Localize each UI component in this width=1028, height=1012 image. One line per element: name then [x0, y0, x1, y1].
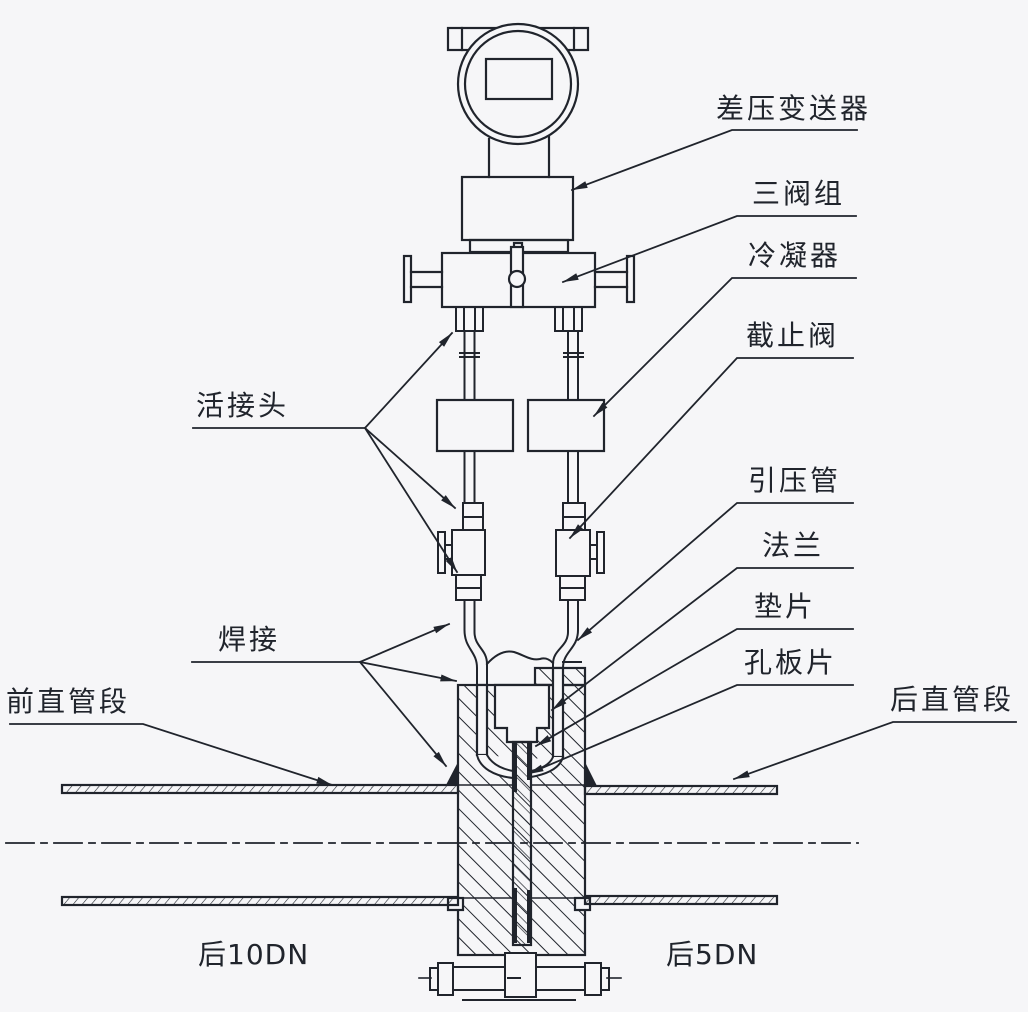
label-impulse-pipe: 引压管	[748, 464, 842, 497]
downstream-pipe-top-wall	[583, 784, 779, 796]
leader-manifold	[561, 215, 857, 284]
impulse-tubes-middle	[463, 450, 579, 504]
upstream-pipe-top-wall	[60, 783, 460, 795]
leader-union-2	[363, 426, 457, 510]
label-condenser: 冷凝器	[748, 239, 842, 272]
stop-valve-right	[555, 502, 605, 601]
weld-bead-right	[585, 762, 597, 786]
label-flange: 法兰	[762, 529, 825, 562]
leader-gasket	[534, 628, 854, 748]
transmitter-housing-inner	[463, 29, 573, 139]
dp-transmitter	[446, 22, 590, 255]
three-valve-manifold	[402, 245, 636, 309]
weld-bead-left	[446, 762, 458, 785]
stop-valves	[437, 502, 605, 601]
leader-impulse-pipe	[576, 502, 854, 642]
label-upstream-pipe: 前直管段	[6, 685, 131, 718]
transmitter-display	[484, 57, 554, 101]
impulse-tubes-upper	[459, 330, 584, 401]
label-orifice-plate: 孔板片	[744, 646, 838, 679]
manifold-vent	[507, 269, 527, 289]
leader-orifice-plate	[526, 684, 854, 776]
leader-flange	[550, 567, 854, 712]
leader-transmitter	[570, 129, 858, 192]
leader-condenser	[592, 277, 857, 418]
leader-weld-2	[358, 660, 458, 683]
union-fittings-upper	[455, 306, 583, 332]
label-transmitter: 差压变送器	[716, 92, 872, 125]
label-gasket: 垫片	[754, 590, 817, 623]
condensers	[435, 398, 606, 453]
label-downstream-length: 后5DN	[666, 938, 759, 971]
stop-valve-left	[437, 502, 486, 601]
leader-weld-3	[358, 660, 448, 768]
manifold-left-flange	[402, 254, 413, 304]
label-welding: 焊接	[218, 623, 281, 656]
weld-seam-line	[485, 650, 555, 666]
orifice-flange-assembly	[446, 666, 597, 957]
pressure-tap-right	[551, 666, 565, 759]
leader-union-3	[363, 426, 459, 574]
upstream-pipe-bottom-wall	[60, 895, 460, 907]
leader-downstream-pipe	[732, 721, 1017, 781]
bolt-nut-right	[584, 962, 602, 996]
condenser-left	[435, 398, 515, 453]
bottom-tap-block	[504, 952, 537, 998]
label-stop-valve: 截止阀	[746, 319, 840, 352]
downstream-pipe-bottom-wall	[583, 894, 779, 906]
bolt-nut-left	[437, 962, 454, 996]
label-downstream-pipe: 后直管段	[890, 683, 1015, 716]
transmitter-body	[460, 175, 575, 242]
pressure-tap-left	[475, 683, 489, 757]
leader-stop-valve	[568, 357, 854, 540]
manifold-right-flange	[625, 254, 636, 304]
bottom-tap-and-bolt	[418, 952, 622, 1001]
condenser-right	[526, 398, 606, 453]
leader-lines	[9, 129, 1017, 787]
leader-upstream-pipe	[9, 723, 334, 787]
label-manifold: 三阀组	[752, 177, 846, 210]
label-upstream-length: 后10DN	[198, 938, 310, 971]
transmitter-housing-outer	[456, 22, 580, 146]
process-pipes	[5, 783, 859, 907]
label-union-joint: 活接头	[196, 389, 290, 422]
